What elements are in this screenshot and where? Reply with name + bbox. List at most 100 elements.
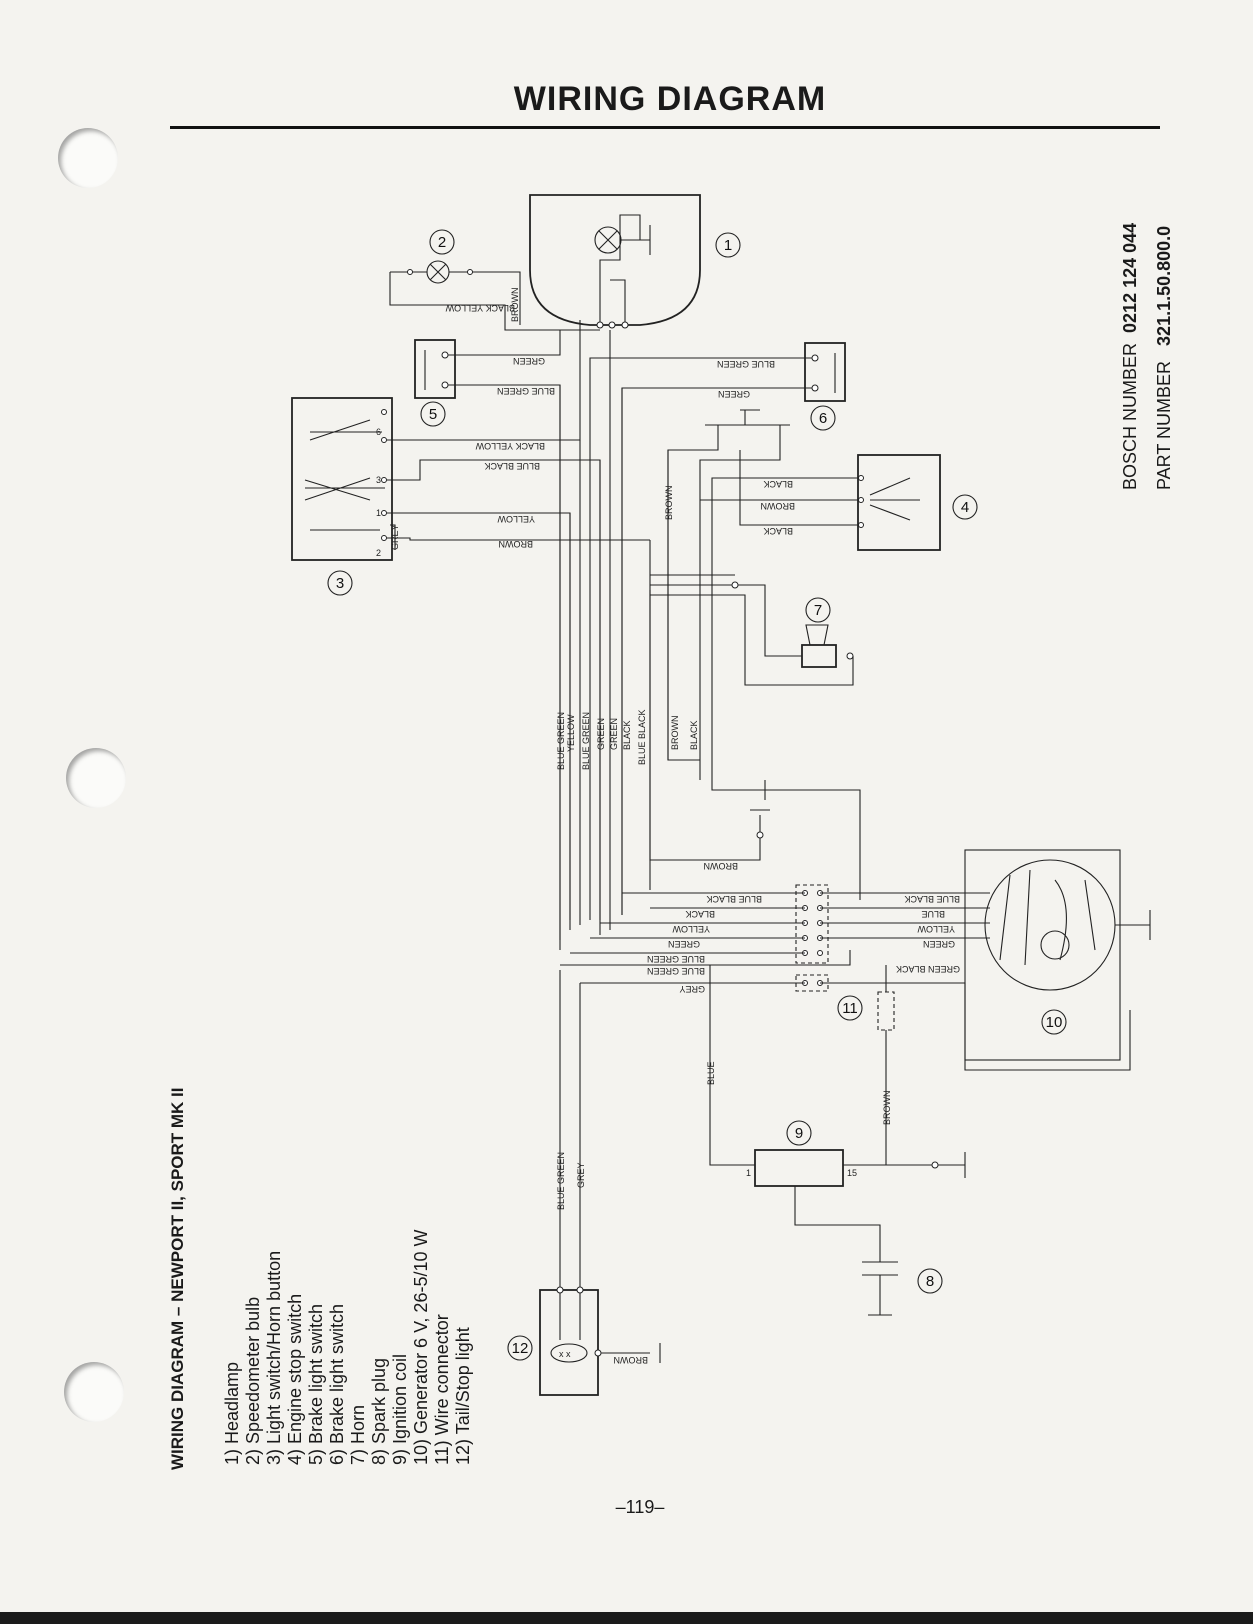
svg-text:GREEN: GREEN — [609, 718, 619, 750]
label-brown-ground: BROWN — [704, 861, 739, 871]
label-blue-green-6: BLUE GREEN — [717, 359, 775, 369]
callout-2-label: 2 — [438, 234, 446, 251]
legend-item: 11) Wire connector — [432, 1314, 452, 1465]
label-harness-brown: BROWN — [670, 716, 680, 751]
svg-text:BLUE GREEN: BLUE GREEN — [556, 1152, 566, 1210]
label-black-4a: BLACK — [763, 479, 793, 489]
light-switch: 6 3 1 2 — [291, 320, 650, 920]
svg-text:BLUE GREEN: BLUE GREEN — [647, 954, 705, 964]
svg-text:BLUE BLACK: BLUE BLACK — [637, 709, 647, 765]
label-blue-coil: BLUE — [706, 1061, 716, 1085]
legend-item: 3) Light switch/Horn button — [264, 1250, 284, 1465]
label-conn-grey: GREY — [679, 984, 705, 994]
ignition-coil: 1 15 — [746, 1149, 966, 1262]
callout-11 — [837, 995, 863, 1021]
label-gen-green-black: GREEN BLACK — [896, 964, 960, 974]
generator — [960, 849, 1151, 1061]
svg-text:BLACK: BLACK — [622, 720, 632, 750]
wire-connector-brown — [877, 991, 895, 1031]
callout-7 — [805, 597, 831, 623]
legend-title: WIRING DIAGRAM – NEWPORT II, SPORT MK II — [168, 1087, 187, 1471]
svg-text:BLACK: BLACK — [689, 720, 699, 750]
svg-text:GREY: GREY — [576, 1162, 586, 1188]
callout-6 — [810, 405, 836, 431]
svg-text:BLUE GREEN: BLUE GREEN — [647, 966, 705, 976]
svg-text:BLACK: BLACK — [685, 909, 715, 919]
bosch-number-label: BOSCH NUMBER — [1120, 342, 1140, 490]
svg-text:YELLOW: YELLOW — [917, 924, 955, 934]
coil-terminal-1: 1 — [746, 1168, 751, 1178]
part-number-value: 321.1.50.800.0 — [1154, 225, 1174, 346]
legend-item: 10) Generator 6 V, 26-5/10 W — [411, 1229, 431, 1465]
svg-text:GREY: GREY — [390, 524, 400, 550]
label-gen-blue-black: BLUE BLACK — [904, 894, 960, 904]
label-brown-speedo: BROWN — [510, 288, 520, 323]
callout-12 — [507, 1335, 533, 1361]
label-brown-horn: BROWN — [664, 486, 674, 521]
callout-10-label: 10 — [1046, 1014, 1063, 1031]
legend-item: 7) Horn — [348, 1404, 368, 1465]
scan-edge — [0, 1612, 1253, 1624]
callout-12-label: 12 — [512, 1340, 529, 1357]
terminal-2: 2 — [376, 548, 381, 558]
label-brown-3: BROWN — [499, 539, 534, 549]
bosch-part-numbers: BOSCH NUMBER 0212 124 044 PART NUMBER 32… — [1113, 223, 1181, 490]
binder-hole-bottom — [64, 1362, 124, 1422]
label-harness-blue-green-2: BLUE GREEN — [581, 712, 591, 770]
callout-1-label: 1 — [724, 237, 732, 254]
label-black-yellow-speedo: BLACK YELLOW — [445, 303, 515, 313]
part-number-label: PART NUMBER — [1154, 360, 1174, 490]
svg-text:GREEN: GREEN — [596, 718, 606, 750]
page-number: –119– — [615, 1497, 665, 1517]
callout-2 — [429, 229, 455, 255]
svg-text:BLACK: BLACK — [763, 479, 793, 489]
svg-text:GREY: GREY — [679, 984, 705, 994]
connector-pins — [802, 890, 823, 986]
horn — [650, 574, 854, 686]
tail-stop-light: x x — [539, 1286, 661, 1396]
callout-3-label: 3 — [336, 575, 344, 592]
terminal-1: 1 — [376, 508, 381, 518]
label-brown-4: BROWN — [761, 501, 796, 511]
callout-4 — [952, 494, 978, 520]
svg-text:YELLOW: YELLOW — [566, 714, 576, 752]
engine-stop-switch — [700, 450, 941, 900]
svg-text:BROWN: BROWN — [499, 539, 534, 549]
label-black-4b: BLACK — [763, 526, 793, 536]
legend-item: 9) Ignition coil — [390, 1353, 410, 1465]
svg-text:YELLOW: YELLOW — [497, 514, 535, 524]
label-conn-yellow: YELLOW — [672, 924, 710, 934]
label-green-6: GREEN — [718, 389, 750, 399]
label-conn-blue-green-2: BLUE GREEN — [647, 966, 705, 976]
terminal-6: 6 — [376, 427, 381, 437]
svg-text:BLUE: BLUE — [706, 1061, 716, 1085]
label-blue-green-5: BLUE GREEN — [497, 386, 555, 396]
svg-text:GREEN: GREEN — [668, 939, 700, 949]
spark-plug — [862, 1261, 898, 1316]
svg-text:GREEN: GREEN — [718, 389, 750, 399]
svg-text:x x: x x — [559, 1349, 571, 1359]
speedometer-bulb — [389, 260, 600, 331]
svg-text:BLUE GREEN: BLUE GREEN — [497, 386, 555, 396]
svg-text:BROWN: BROWN — [510, 288, 520, 323]
label-harness-yellow: YELLOW — [566, 714, 576, 752]
svg-text:BLACK YELLOW: BLACK YELLOW — [445, 303, 515, 313]
label-conn-blue-green-1: BLUE GREEN — [647, 954, 705, 964]
callout-8 — [917, 1268, 943, 1294]
title-rule — [170, 126, 1160, 129]
label-conn-black: BLACK — [685, 909, 715, 919]
label-tail-blue-green: BLUE GREEN — [556, 1152, 566, 1210]
label-yellow-3: YELLOW — [497, 514, 535, 524]
svg-text:BLUE: BLUE — [921, 909, 945, 919]
callout-8-label: 8 — [926, 1273, 934, 1290]
legend-item: 5) Brake light switch — [306, 1303, 326, 1465]
label-green-5: GREEN — [513, 356, 545, 366]
legend-item: 4) Engine stop switch — [285, 1293, 305, 1465]
label-harness-black: BLACK — [622, 720, 632, 750]
label-harness-black-2: BLACK — [689, 720, 699, 750]
callout-5 — [420, 401, 446, 427]
label-conn-green: GREEN — [668, 939, 700, 949]
svg-text:BROWN: BROWN — [614, 1355, 649, 1365]
svg-text:GREEN: GREEN — [923, 939, 955, 949]
callout-5-label: 5 — [429, 406, 437, 423]
